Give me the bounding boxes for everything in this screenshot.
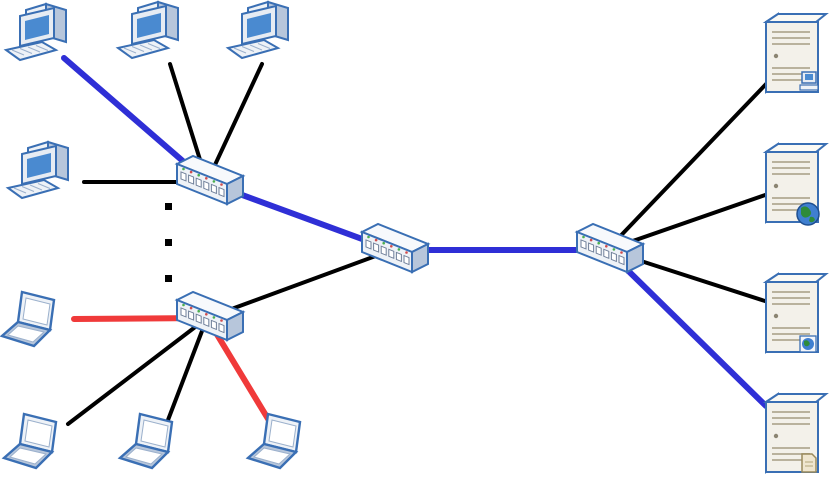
desktop-pc-icon bbox=[225, 0, 289, 60]
network-switch-icon bbox=[574, 222, 646, 274]
laptop-icon bbox=[1, 412, 58, 470]
ellipsis-dot bbox=[165, 239, 172, 246]
web-server-icon bbox=[762, 272, 829, 354]
network-switch-icon bbox=[359, 222, 431, 274]
link-default-11 bbox=[605, 80, 770, 252]
web-server-icon bbox=[762, 142, 829, 226]
link-uplink-14 bbox=[604, 247, 769, 409]
link-default-7 bbox=[166, 316, 209, 422]
desktop-pc-icon bbox=[5, 140, 69, 200]
link-default-2 bbox=[205, 62, 264, 184]
laptop-icon bbox=[0, 290, 56, 348]
document-server-icon bbox=[762, 392, 829, 474]
laptop-icon bbox=[117, 412, 174, 470]
link-default-9 bbox=[205, 248, 394, 320]
ellipsis-dot bbox=[165, 275, 172, 282]
ellipsis-dots bbox=[165, 203, 172, 282]
link-default-6 bbox=[66, 316, 209, 426]
network-switch-icon bbox=[174, 290, 246, 342]
laptop-icon bbox=[245, 412, 302, 470]
desktop-pc-icon bbox=[3, 2, 67, 62]
desktop-pc-icon bbox=[115, 0, 179, 60]
network-switch-icon bbox=[174, 154, 246, 206]
file-server-icon bbox=[762, 12, 829, 94]
devices-layer bbox=[0, 0, 829, 474]
ellipsis-dot bbox=[165, 203, 172, 210]
